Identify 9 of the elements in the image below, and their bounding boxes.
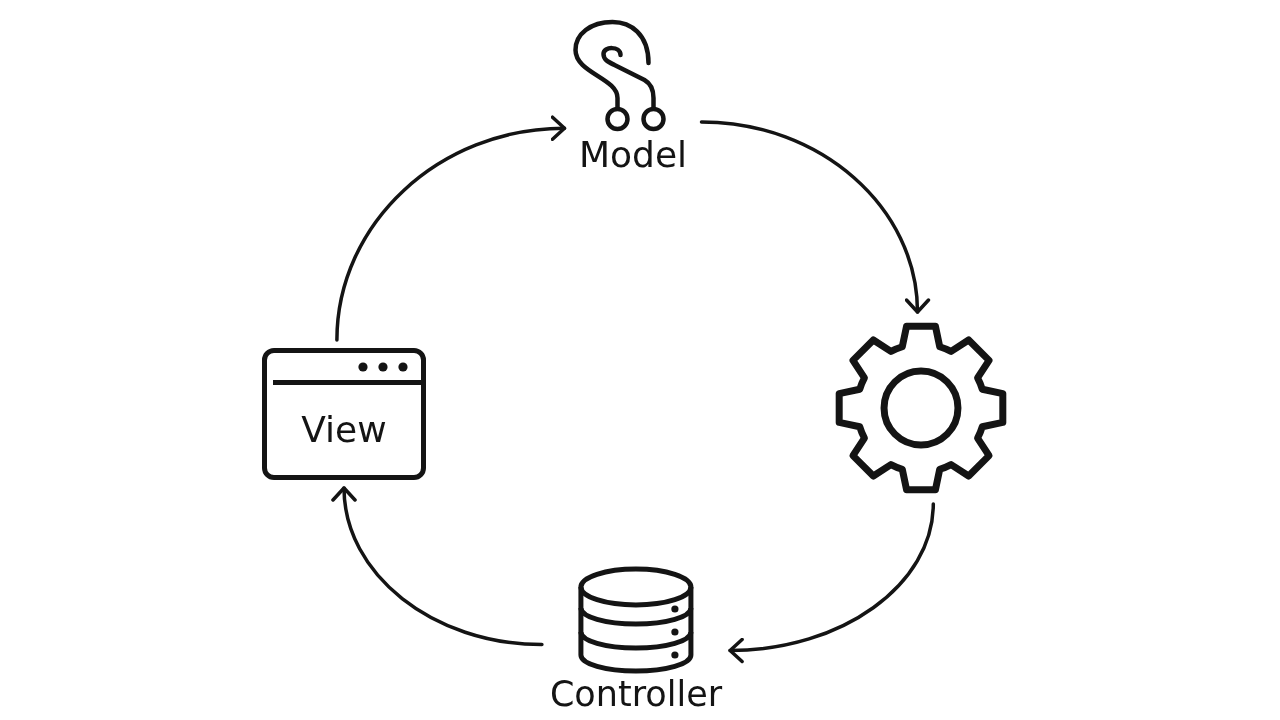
curved-arrow: [332, 486, 544, 647]
browser-window: [262, 348, 426, 480]
node-label: Controller: [549, 674, 723, 715]
curved-arrow: [335, 116, 567, 342]
gear-icon: [833, 320, 1009, 496]
node-label: Model: [578, 134, 688, 176]
node-label: View: [301, 409, 387, 451]
curved-arrow: [699, 120, 930, 314]
curved-arrow: [728, 502, 936, 663]
